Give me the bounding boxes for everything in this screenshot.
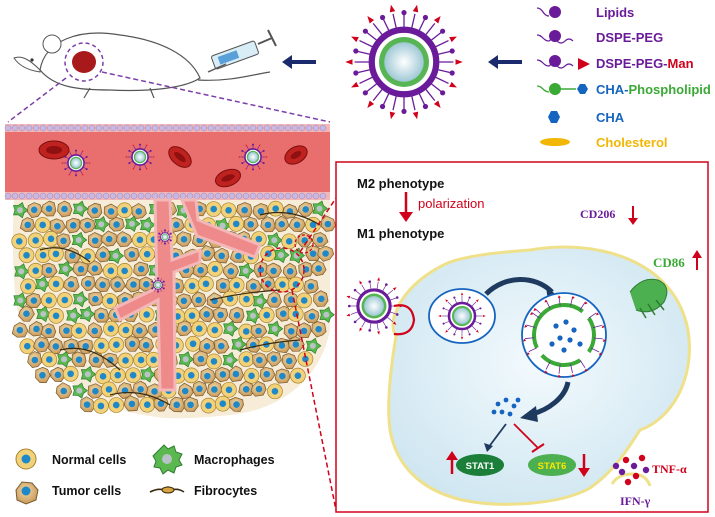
cd86-label: CD86 — [653, 255, 685, 270]
zoom-circle — [259, 247, 305, 293]
syringe-icon — [207, 29, 277, 73]
activation-arrow-head — [484, 443, 493, 452]
mouse-illustration — [13, 32, 271, 99]
cd86-receptor-icon — [629, 278, 668, 319]
m2-phenotype-label: M2 phenotype — [357, 176, 444, 191]
stat1-node — [456, 454, 504, 476]
inhibition-bar — [531, 443, 545, 453]
ifn-gamma-label: IFN-γ — [620, 494, 651, 508]
legend-phospholipid-suffix: Phospholipid — [629, 82, 711, 97]
legend-dspe-peg-label: DSPE-PEG — [596, 30, 663, 45]
fibrocyte — [59, 347, 121, 371]
zoom-line-upper — [299, 197, 337, 253]
fibrocyte — [239, 339, 301, 351]
secretion-vesicle — [610, 472, 652, 487]
mannose-triangle-icon — [578, 58, 590, 70]
legend-tumor-cells: Tumor cells — [15, 481, 121, 505]
legend-lipids: Lipids — [536, 5, 634, 20]
polarization-label: polarization — [418, 196, 485, 211]
nanoparticle-small — [125, 143, 155, 171]
cytokine-dots — [612, 454, 650, 486]
nanoparticle-in-endosome — [438, 292, 486, 340]
release-arrow-head — [520, 406, 538, 422]
disassembled-liposome — [523, 295, 606, 378]
legend-cha-prefix: CHA- — [596, 82, 629, 97]
zoom-line-lower — [291, 289, 337, 511]
cha-hexagon-icon — [577, 84, 588, 94]
tnf-alpha-label: TNF-α — [652, 462, 687, 476]
stat1-label: STAT1 — [466, 461, 495, 472]
endocytosis-receptor — [393, 304, 416, 336]
tumor-cell-cluster — [11, 200, 336, 414]
legend-dspe-peg-man-suffix: Man — [668, 56, 694, 71]
zoom-line-right — [101, 71, 331, 123]
nanoparticle-small — [238, 143, 268, 171]
stat6-down-arrow-head — [578, 468, 590, 477]
zoom-line-left — [7, 77, 67, 123]
cd206-down-arrow-head — [628, 218, 638, 225]
legend-dspe-peg-man: DSPE-PEG-Man — [536, 55, 694, 71]
stat6-label: STAT6 — [538, 461, 567, 472]
legend-normal-cells: Normal cells — [15, 448, 126, 470]
legend-cholesterol-label: Cholesterol — [596, 135, 668, 150]
legend-cha: CHA — [548, 110, 625, 125]
nanoparticle-small — [157, 229, 173, 245]
cd206-label: CD206 — [580, 207, 615, 221]
legend-cha-label: CHA — [596, 110, 625, 125]
legend-dspe-peg: DSPE-PEG — [536, 30, 663, 45]
fibrocyte — [109, 391, 171, 406]
legend-macrophages: Macrophages — [152, 444, 275, 475]
legend-cha-phospholipid: CHA-Phospholipid — [536, 82, 711, 97]
legend-macrophages-label: Macrophages — [194, 453, 275, 467]
legend-normal-cells-label: Normal cells — [52, 453, 126, 467]
legend-tumor-cells-label: Tumor cells — [52, 484, 121, 498]
fibrocyte — [39, 247, 91, 263]
polarization-arrow-head — [399, 212, 413, 222]
legend-cholesterol: Cholesterol — [540, 135, 668, 150]
legend-fibrocytes-label: Fibrocytes — [194, 484, 257, 498]
legend-lipids-label: Lipids — [596, 5, 634, 20]
arrow-to-nanoparticle-head — [488, 55, 498, 69]
svg-text:DSPE-PEG-Man: DSPE-PEG-Man — [596, 56, 694, 71]
inhibition-line — [513, 423, 539, 449]
stat6-node — [528, 454, 576, 476]
nanoparticle-small — [150, 277, 166, 293]
arrow-to-syringe-head — [282, 55, 292, 69]
activation-line — [487, 423, 507, 449]
legend-fibrocytes: Fibrocytes — [149, 484, 257, 498]
nanoparticle-small — [61, 149, 91, 177]
tumor-on-mouse — [64, 42, 104, 82]
m1-phenotype-label: M1 phenotype — [357, 226, 444, 241]
cd86-up-arrow-head — [692, 250, 702, 258]
tumor-tissue — [11, 198, 336, 419]
zoom-circle-small — [294, 234, 314, 254]
nanoparticle-large — [345, 4, 463, 120]
nanoparticle-outside — [346, 277, 404, 335]
vessel-endothelium — [4, 124, 327, 200]
stat1-up-arrow-head — [446, 451, 458, 460]
fibrocyte — [259, 211, 321, 226]
legend-dspe-peg-man-prefix: DSPE-PEG- — [596, 56, 668, 71]
capillary — [113, 198, 262, 392]
released-cha — [491, 397, 521, 417]
blood-vessel — [4, 124, 330, 200]
svg-text:CHA-Phospholipid: CHA-Phospholipid — [596, 82, 711, 97]
